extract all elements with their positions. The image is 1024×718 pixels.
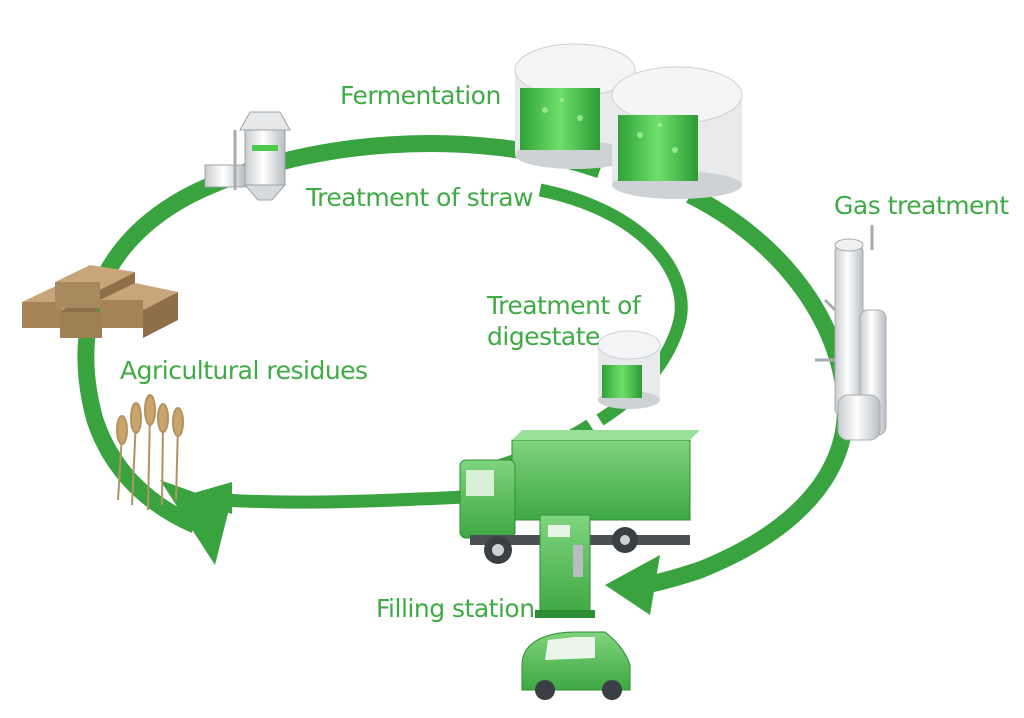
inner-arrowhead (180, 482, 232, 514)
label-treatment-of-digestate: Treatment of digestate (487, 291, 641, 351)
outer-cycle-arrow (77, 135, 854, 597)
fermentation-tanks-icon (514, 43, 743, 199)
fuel-pump-icon (535, 514, 595, 618)
gas-treatment-column-icon (815, 225, 887, 441)
hay-bales-icon (22, 265, 178, 338)
label-gas-treatment: Gas treatment (834, 191, 1009, 220)
car-icon (521, 631, 631, 700)
label-fermentation: Fermentation (340, 81, 501, 110)
digestate-tank-icon (597, 330, 661, 409)
outer-arrowhead-pump (605, 555, 660, 615)
label-treatment-of-straw: Treatment of straw (306, 183, 534, 212)
wheat-stalks-icon (116, 394, 184, 511)
label-filling-station: Filling station (376, 594, 535, 623)
label-agricultural-residues: Agricultural residues (120, 356, 368, 385)
straw-treatment-machine-icon (204, 111, 291, 201)
